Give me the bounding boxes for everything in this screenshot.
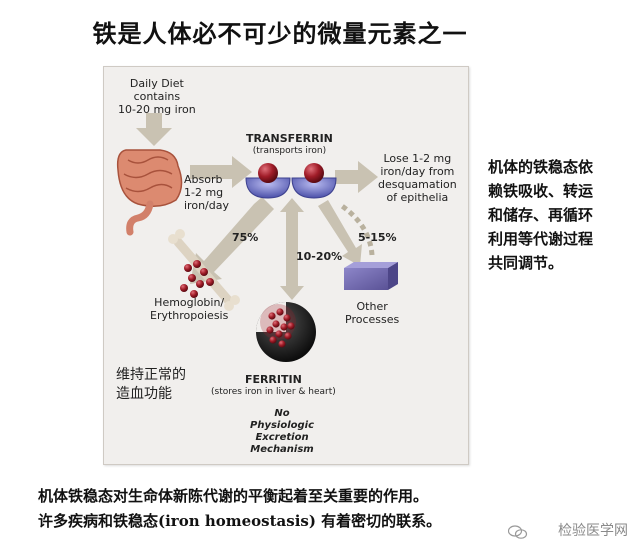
wechat-icon — [508, 525, 528, 539]
dashed-arrow-other-return — [340, 203, 375, 256]
transferrin-label: TRANSFERRIN (transports iron) — [246, 132, 333, 158]
absorb-label: Absorb 1-2 mg iron/day — [184, 173, 229, 212]
arrow-to-other — [318, 200, 362, 266]
intestine-icon — [116, 149, 183, 236]
other-processes-box-icon — [344, 262, 398, 290]
ferritin-subtitle: (stores iron in liver & heart) — [211, 387, 336, 397]
arrow-transferrin-hemoglobin — [190, 197, 274, 284]
iron-loss-label: Lose 1-2 mg iron/day from desquamation o… — [378, 152, 457, 204]
ferritin-title: FERRITIN — [244, 373, 302, 386]
ferritin-icon — [256, 302, 316, 362]
transferrin-icon — [245, 163, 337, 199]
percent-other: 5-15% — [358, 231, 397, 244]
arrow-transferrin-to-loss — [335, 161, 378, 193]
daily-diet-label: Daily Diet contains 10-20 mg iron — [118, 77, 196, 116]
arrow-absorb-to-transferrin — [190, 156, 252, 188]
bottom-line-1: 机体铁稳态对生命体新陈代谢的平衡起着至关重要的作用。 — [38, 487, 429, 505]
ferritin-label: FERRITIN (stores iron in liver & heart) — [211, 373, 336, 399]
transferrin-title: TRANSFERRIN — [246, 132, 333, 145]
page-title: 铁是人体必不可少的微量元素之一 — [92, 19, 468, 48]
no-excretion-label: No Physiologic Excretion Mechanism — [250, 408, 315, 455]
hemoglobin-label: Hemoglobin/ Erythropoiesis — [150, 296, 229, 322]
red-blood-cells-icon — [180, 260, 214, 298]
percent-ferritin: 10-20% — [296, 250, 343, 263]
bottom-line-2: 许多疾病和铁稳态(iron homeostasis) 有着密切的联系。 — [38, 512, 442, 530]
arrow-transferrin-ferritin — [280, 198, 304, 300]
other-processes-label: Other Processes — [345, 300, 400, 326]
side-description: 机体的铁稳态依 赖铁吸收、转运 和储存、再循环 利用等代谢过程 共同调节。 — [488, 158, 594, 272]
percent-hemoglobin: 75% — [232, 231, 259, 244]
watermark: 检验医学网 — [558, 523, 628, 539]
transferrin-subtitle: (transports iron) — [252, 146, 327, 156]
arrow-diet-to-gut — [136, 113, 172, 146]
hematopoiesis-note: 维持正常的 造血功能 — [116, 367, 186, 402]
